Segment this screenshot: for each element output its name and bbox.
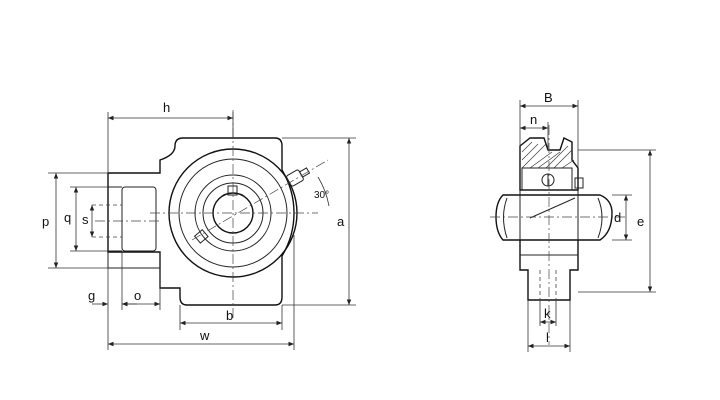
- dim-B-label: B: [544, 90, 553, 105]
- dim-a-label: a: [337, 214, 345, 229]
- dim-l-label: l: [546, 330, 549, 345]
- dim-b-label: b: [226, 308, 233, 323]
- set-screw-top: [227, 185, 238, 196]
- shaft: [495, 194, 613, 241]
- dim-e-label: e: [637, 214, 644, 229]
- dim-p-label: p: [42, 214, 49, 229]
- dim-n-label: n: [530, 112, 537, 127]
- dim-k-label: k: [544, 306, 551, 321]
- dim-s-label: s: [82, 212, 89, 227]
- bearing-insert: [521, 167, 573, 191]
- dim-d-label: d: [614, 210, 621, 225]
- frame-slot: [121, 186, 157, 252]
- angle-label: 30°: [314, 190, 329, 201]
- side-view: B n d e k l: [490, 90, 656, 352]
- grease-nipple: [286, 167, 311, 187]
- dim-h-label: h: [163, 100, 170, 115]
- set-screw-bottom: [193, 229, 209, 244]
- hatching-top: [521, 141, 575, 169]
- dim-o-label: o: [134, 288, 141, 303]
- frame-outline: [107, 137, 295, 306]
- dim-q-label: q: [64, 210, 71, 225]
- front-view: 30° h p q s a g o: [42, 100, 356, 350]
- dim-g-label: g: [88, 288, 95, 303]
- dim-w-label: w: [199, 328, 210, 343]
